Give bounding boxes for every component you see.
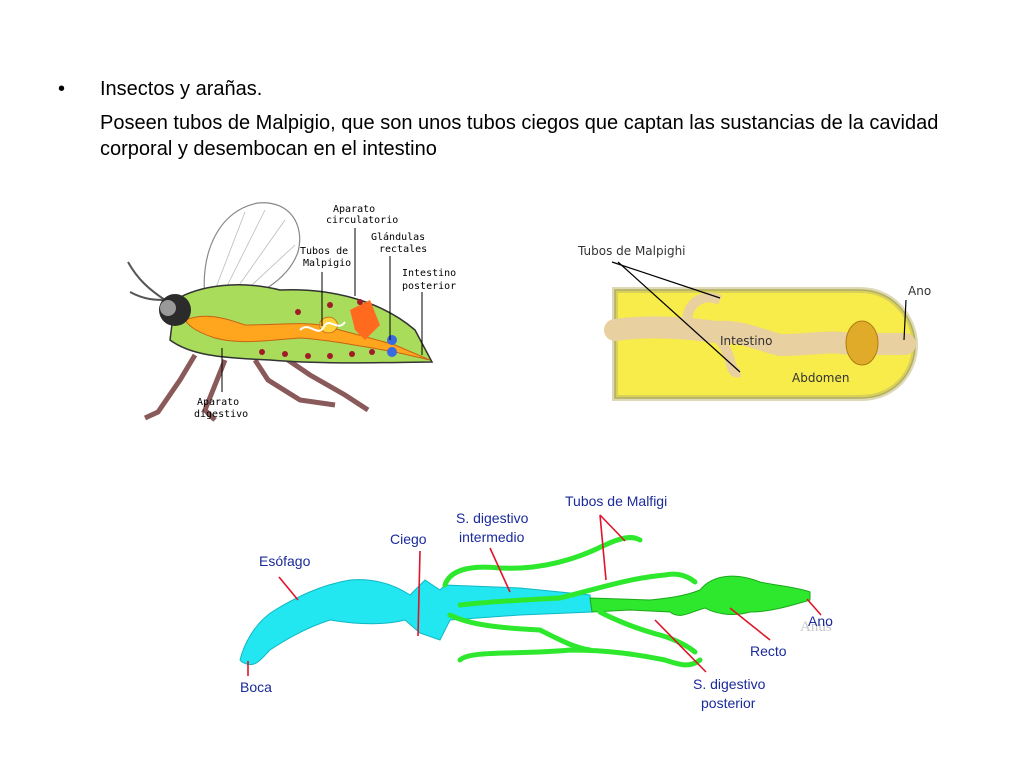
label-aparato-digestivo-2: digestivo — [194, 409, 248, 420]
digestive-tract-diagram: Anus Tubos de Malfigi S. digestivo inter… — [239, 493, 833, 711]
label-circulatorio: circulatorio — [326, 215, 398, 226]
label-s-digestivo-posterior-2: posterior — [701, 695, 756, 711]
label-tubos-malfigi: Tubos de Malfigi — [565, 493, 667, 509]
label-abdomen: Abdomen — [792, 371, 849, 385]
label-ciego: Ciego — [390, 531, 427, 547]
label-posterior: posterior — [402, 281, 456, 292]
label-malpigio: Malpigio — [303, 258, 351, 269]
label-intestino-abdomen: Intestino — [720, 334, 772, 348]
insect-diagram: Aparato circulatorio Glándulas rectales … — [127, 202, 456, 422]
abdomen-diagram: Tubos de Malpighi Ano Intestino Abdomen — [565, 225, 945, 410]
label-intermedio: intermedio — [459, 529, 525, 545]
label-ano-tract: Ano — [808, 613, 833, 629]
bullet-symbol: • — [58, 78, 66, 100]
label-s-digestivo: S. digestivo — [456, 510, 529, 526]
label-tubos-de: Tubos de — [300, 246, 348, 257]
label-ano-abdomen: Ano — [908, 284, 931, 298]
label-aparato: Aparato — [333, 204, 375, 215]
label-aparato-digestivo-1: Aparato — [197, 397, 239, 408]
label-s-digestivo-posterior-1: S. digestivo — [693, 676, 766, 692]
label-esofago: Esófago — [259, 553, 311, 569]
label-recto: Recto — [750, 643, 787, 659]
label-glandulas: Glándulas — [371, 231, 425, 243]
label-intestino: Intestino — [402, 268, 456, 279]
body-paragraph: Poseen tubos de Malpigio, que son unos t… — [100, 112, 939, 160]
label-tubos-malpighi: Tubos de Malpighi — [577, 244, 686, 258]
bullet-title: Insectos y arañas. — [100, 78, 263, 100]
label-boca: Boca — [240, 679, 272, 695]
label-rectales: rectales — [379, 244, 427, 255]
label-anus: Anus — [800, 619, 832, 635]
